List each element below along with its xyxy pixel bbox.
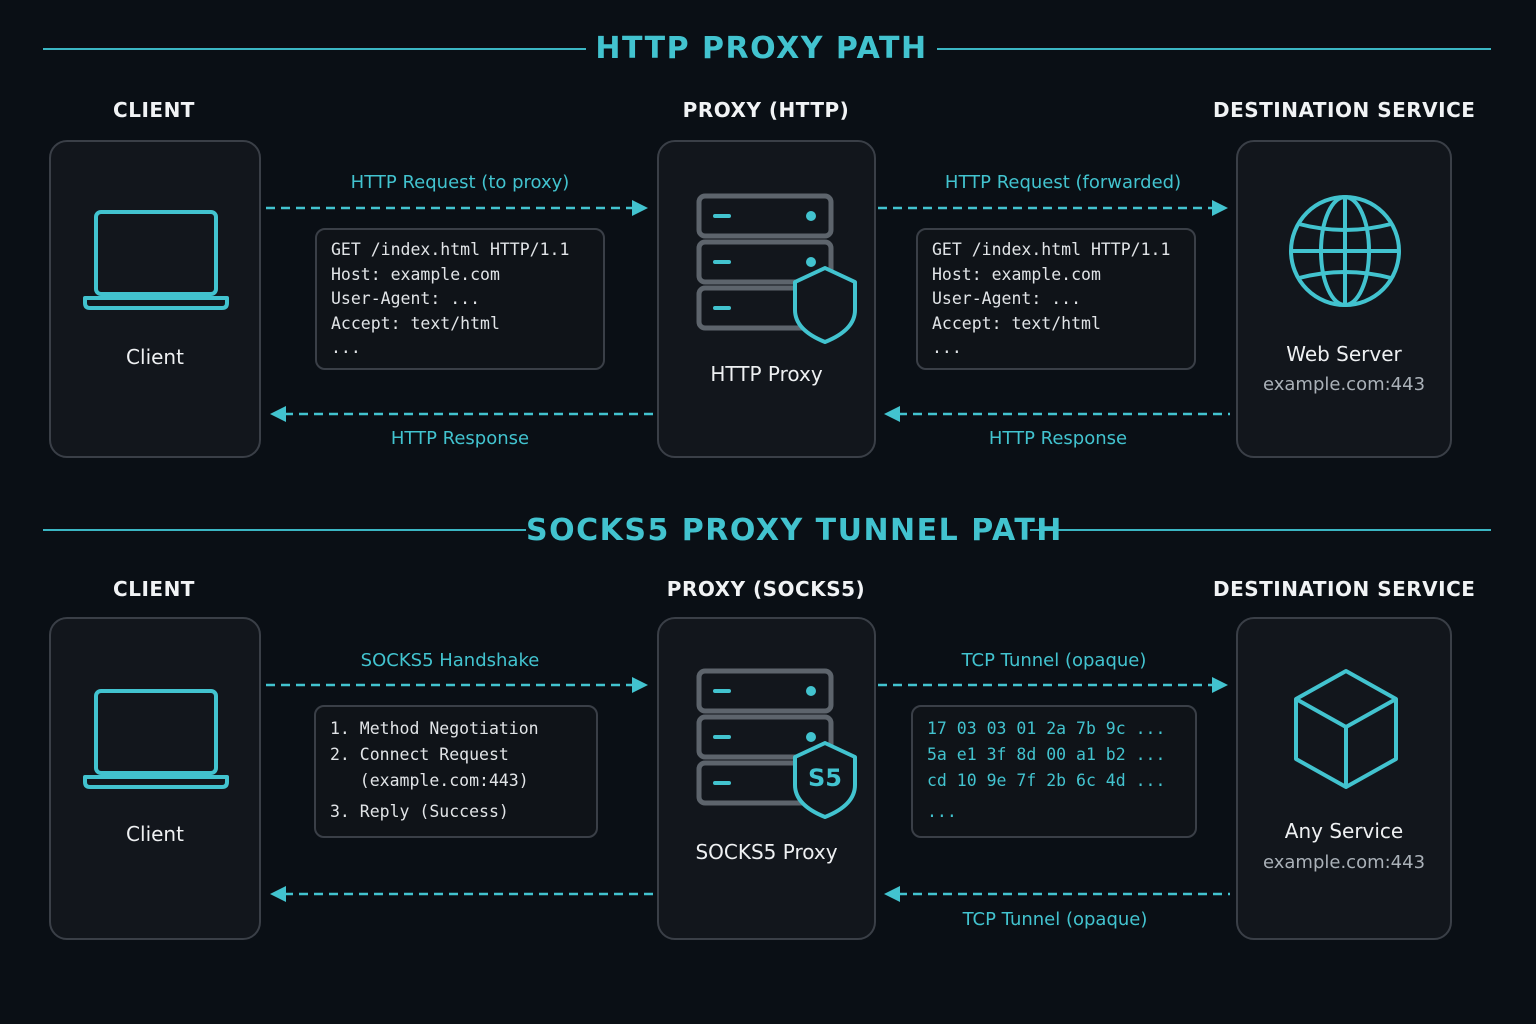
socks-destination-card: Any Service example.com:443 <box>1236 617 1452 940</box>
http-proxy-label: HTTP Proxy <box>710 362 823 386</box>
code-line: 17 03 03 01 2a 7b 9c ... <box>927 719 1166 738</box>
code-line: ... <box>331 338 361 357</box>
code-line: (example.com:443) <box>330 771 529 790</box>
socks-section-rule-right <box>1030 529 1491 531</box>
code-line: 5a e1 3f 8d 00 a1 b2 ... <box>927 745 1166 764</box>
socks-section-rule-left <box>43 529 526 531</box>
http-request-forwarded-label: HTTP Request (forwarded) <box>944 172 1182 193</box>
http-client-card: Client <box>49 140 261 458</box>
http-col-proxy: PROXY (HTTP) <box>682 98 850 122</box>
http-section-rule-right <box>937 48 1491 50</box>
http-destination-label: Web Server <box>1286 342 1402 366</box>
http-response-right-label: HTTP Response <box>988 428 1128 449</box>
socks-tunnel-top-arrow <box>878 677 1228 693</box>
http-section-rule-left <box>43 48 586 50</box>
code-line: ... <box>932 338 962 357</box>
s5-shield-badge: S5 <box>808 764 842 792</box>
http-section-title: HTTP PROXY PATH <box>595 31 928 66</box>
laptop-icon <box>83 689 229 789</box>
code-line: 2. Connect Request <box>330 745 509 764</box>
http-client-label: Client <box>126 345 184 369</box>
http-destination-address: example.com:443 <box>1262 374 1426 395</box>
globe-icon <box>1289 195 1401 307</box>
code-line: Accept: text/html <box>331 314 500 333</box>
socks-destination-address: example.com:443 <box>1262 852 1426 873</box>
http-request-code-left: GET /index.html HTTP/1.1 Host: example.c… <box>315 228 605 370</box>
socks-col-client: CLIENT <box>113 577 195 601</box>
http-col-destination: DESTINATION SERVICE <box>1213 98 1476 122</box>
code-line: GET /index.html HTTP/1.1 <box>932 240 1171 259</box>
cube-icon <box>1294 669 1398 789</box>
http-request-code-right: GET /index.html HTTP/1.1 Host: example.c… <box>916 228 1196 370</box>
socks-proxy-label: SOCKS5 Proxy <box>695 840 838 864</box>
code-line: GET /index.html HTTP/1.1 <box>331 240 570 259</box>
http-request-to-proxy-label: HTTP Request (to proxy) <box>350 172 570 193</box>
socks-client-card: Client <box>49 617 261 940</box>
http-col-client: CLIENT <box>113 98 195 122</box>
socks-col-destination: DESTINATION SERVICE <box>1213 577 1476 601</box>
socks-tunnel-top-label: TCP Tunnel (opaque) <box>961 650 1147 671</box>
server-stack-icon <box>696 668 857 819</box>
socks-destination-label: Any Service <box>1284 819 1404 843</box>
http-request-forwarded-arrow <box>878 200 1228 216</box>
code-line: cd 10 9e 7f 2b 6c 4d ... <box>927 771 1166 790</box>
http-proxy-card: HTTP Proxy <box>657 140 876 458</box>
code-line: User-Agent: ... <box>932 289 1082 308</box>
code-line: Host: example.com <box>331 265 500 284</box>
laptop-icon <box>83 210 229 310</box>
socks-return-left-arrow <box>270 886 654 902</box>
socks-handshake-steps: 1. Method Negotiation 2. Connect Request… <box>314 705 598 838</box>
code-line: Host: example.com <box>932 265 1101 284</box>
code-line: Accept: text/html <box>932 314 1101 333</box>
http-response-right-arrow <box>884 406 1230 422</box>
http-response-left-arrow <box>270 406 654 422</box>
socks-proxy-card: S5 SOCKS5 Proxy <box>657 617 876 940</box>
server-stack-icon <box>696 193 857 344</box>
socks-col-proxy: PROXY (SOCKS5) <box>666 577 866 601</box>
socks-tunnel-bottom-label: TCP Tunnel (opaque) <box>962 909 1148 930</box>
socks-section-title: SOCKS5 PROXY TUNNEL PATH <box>526 513 1063 548</box>
socks-handshake-label: SOCKS5 Handshake <box>360 650 540 671</box>
socks-handshake-arrow <box>266 677 648 693</box>
code-line: User-Agent: ... <box>331 289 481 308</box>
code-line: ... <box>927 802 957 821</box>
socks-tunnel-bottom-arrow <box>884 886 1230 902</box>
http-request-to-proxy-arrow <box>266 200 648 216</box>
code-line: 3. Reply (Success) <box>330 802 509 821</box>
code-line: 1. Method Negotiation <box>330 719 539 738</box>
socks-client-label: Client <box>126 822 184 846</box>
socks-tunnel-bytes: 17 03 03 01 2a 7b 9c ... 5a e1 3f 8d 00 … <box>911 705 1197 838</box>
http-response-left-label: HTTP Response <box>390 428 530 449</box>
http-destination-card: Web Server example.com:443 <box>1236 140 1452 458</box>
